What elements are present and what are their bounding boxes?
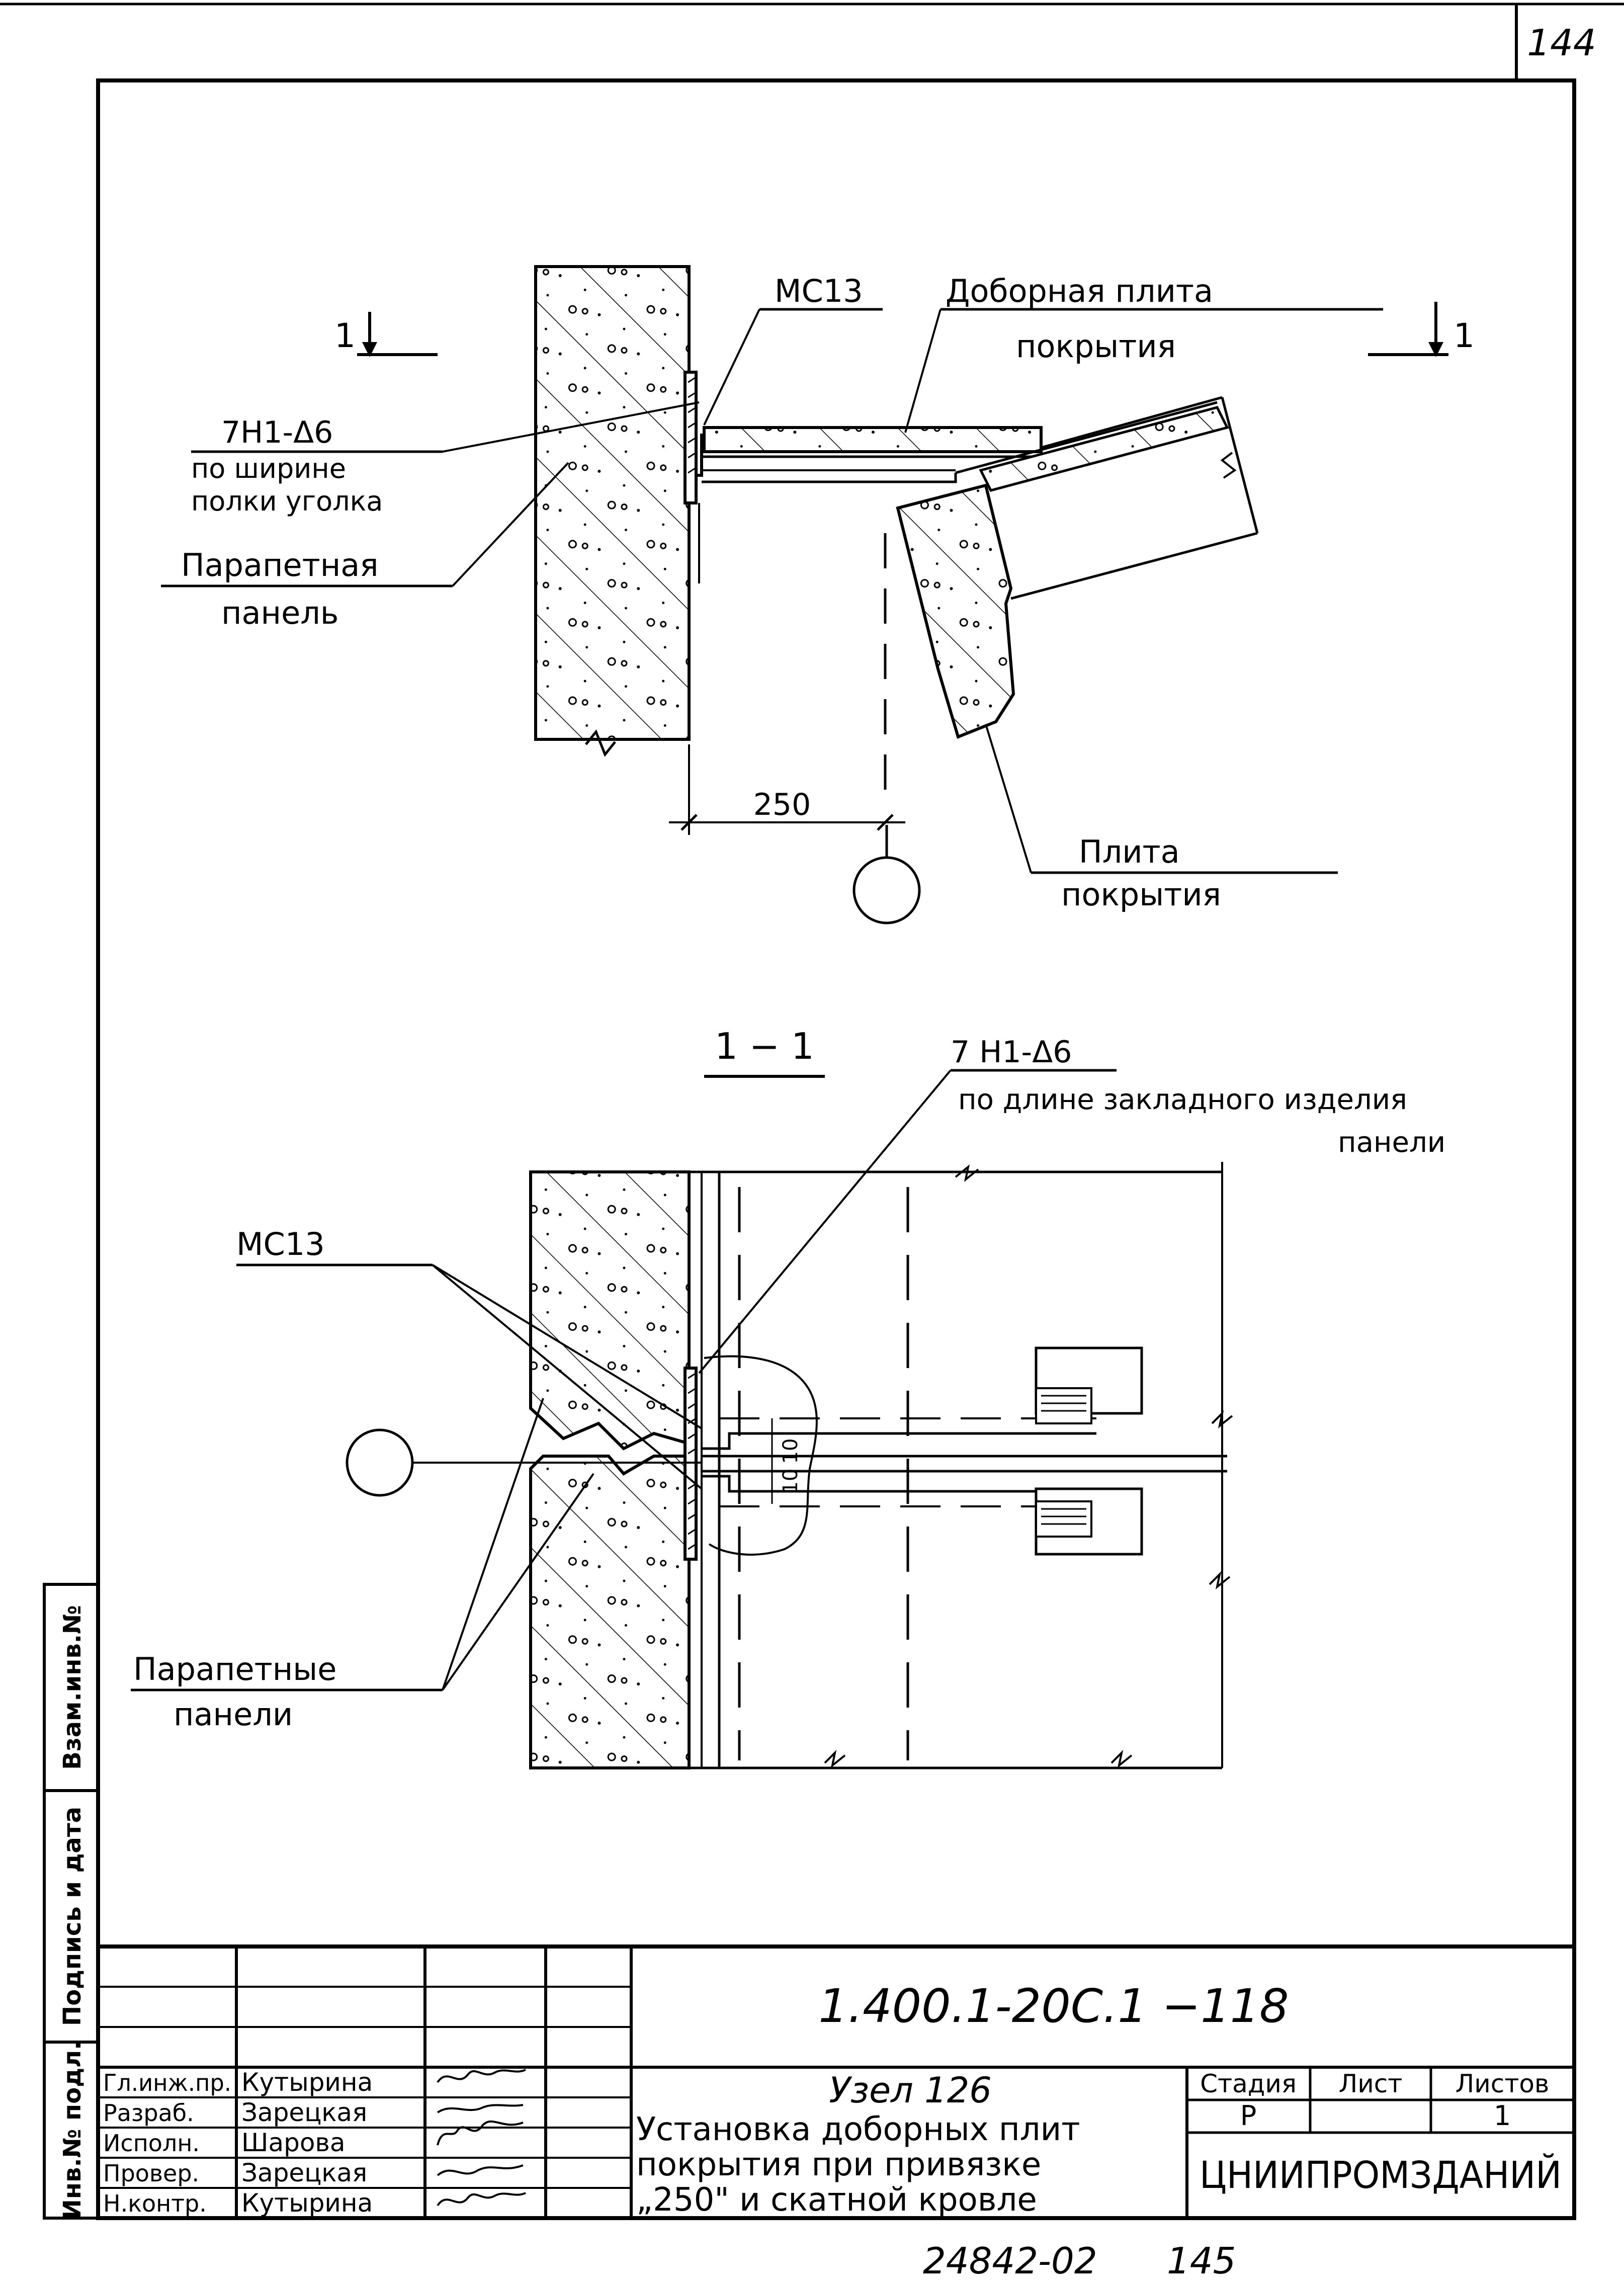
weld-label-section-line2: по длине закладного изделия — [958, 1083, 1407, 1116]
axis-marker-section — [346, 1428, 414, 1497]
role-2: Исполн. — [103, 2130, 200, 2157]
role-4: Н.контр. — [103, 2190, 207, 2217]
footer-number: 145 — [1167, 2240, 1236, 2282]
weld-label-plan-line2: по ширине — [191, 453, 346, 484]
sign-date-label: Подпись и дата — [58, 1807, 87, 2026]
plan-view: 250 1 1 МС13 Доборная плита покрытия 7Н1… — [161, 265, 1475, 924]
role-3: Провер. — [103, 2160, 199, 2187]
title-block — [96, 1944, 1576, 2220]
desc-line1: Установка доборных плит — [636, 2111, 1080, 2148]
weld-label-section-line3: панели — [1338, 1126, 1445, 1159]
embedded-plate — [683, 371, 698, 504]
panels-label-line1: Парапетные — [133, 1651, 336, 1687]
dobor-slab — [703, 426, 1043, 453]
parapet-label-line2: панель — [221, 595, 338, 631]
section-title: 1 − 1 — [715, 1025, 814, 1067]
designation: 1.400.1-20С.1 −118 — [818, 1979, 1289, 2033]
organization: ЦНИИПРОМЗДАНИЙ — [1200, 2153, 1562, 2197]
weld-label-plan: 7Н1-Δ6 — [221, 415, 333, 450]
sheets-header: Листов — [1456, 2069, 1550, 2098]
weld-label-section: 7 Н1-Δ6 — [951, 1035, 1072, 1070]
parapet-label-line1: Парапетная — [181, 547, 379, 583]
sheet-header: Лист — [1339, 2069, 1403, 2098]
section-mark-left: 1 — [334, 316, 356, 355]
sheet-number: 144 — [1527, 22, 1596, 64]
dobor-label-line2: покрытия — [1016, 328, 1176, 365]
parapet-panel-plan — [534, 265, 691, 741]
mc13-label-section: МС13 — [236, 1226, 325, 1262]
desc-line2: покрытия при привязке — [636, 2146, 1041, 2183]
name-0: Кутырина — [241, 2068, 373, 2097]
node-title: Узел 126 — [829, 2070, 992, 2111]
role-1: Разраб. — [103, 2099, 194, 2127]
name-1: Зарецкая — [241, 2098, 367, 2127]
mc13-label-plan: МС13 — [775, 273, 863, 309]
plita-label-line2: покрытия — [1061, 876, 1221, 913]
dim-10-lower: 10 — [779, 1469, 802, 1494]
desc-line3: „250" и скатной кровле — [636, 2181, 1037, 2219]
name-2: Шарова — [241, 2128, 346, 2157]
stage-header: Стадия — [1200, 2069, 1297, 2098]
sheets-value: 1 — [1494, 2100, 1511, 2132]
dim-10-upper: 10 — [779, 1438, 802, 1464]
section-view: 1 − 1 — [131, 1025, 1445, 1769]
inv-orig-label: Инв.№ подл. — [58, 2041, 87, 2220]
roof-screed — [979, 406, 1229, 492]
weld-label-plan-line3: полки уголка — [191, 485, 383, 517]
name-3: Зарецкая — [241, 2158, 367, 2187]
dim-250: 250 — [753, 787, 811, 822]
parapet-panel-lower — [529, 1455, 691, 1769]
signatures — [437, 2069, 526, 2207]
dobor-label-line1: Доборная плита — [946, 273, 1213, 309]
roof-slab-rib — [896, 483, 1015, 739]
side-stamp — [43, 1583, 100, 2220]
panels-label-line2: панели — [174, 1696, 293, 1733]
name-4: Кутырина — [241, 2188, 373, 2218]
axis-marker-plan — [852, 856, 921, 924]
stage-value: Р — [1240, 2100, 1257, 2132]
footer-code: 24842-02 — [923, 2240, 1097, 2282]
section-mark-right: 1 — [1454, 316, 1475, 355]
plita-label-line1: Плита — [1079, 833, 1180, 870]
inv-replace-label: Взам.инв.№ — [58, 1605, 87, 1770]
role-0: Гл.инж.пр. — [103, 2069, 231, 2096]
